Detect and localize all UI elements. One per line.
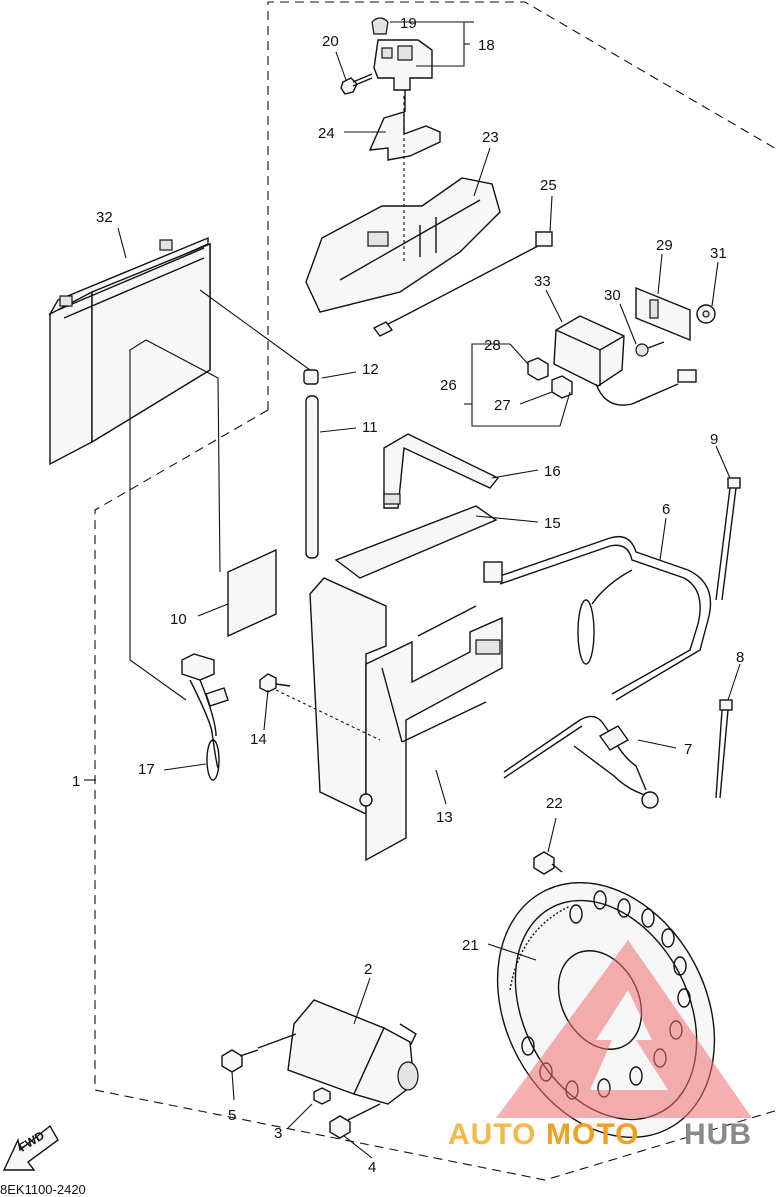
callout-5: 5 xyxy=(228,1107,236,1124)
callout-17: 17 xyxy=(138,761,155,778)
callout-18: 18 xyxy=(478,37,495,54)
callout-29: 29 xyxy=(656,237,673,254)
part-28-fuse xyxy=(527,357,549,381)
callout-20: 20 xyxy=(322,33,339,50)
callout-27: 27 xyxy=(494,397,511,414)
part-23-cover xyxy=(305,177,501,313)
callout-23: 23 xyxy=(482,129,499,146)
callout-2: 2 xyxy=(364,961,372,978)
callout-26: 26 xyxy=(440,377,457,394)
callout-13: 13 xyxy=(436,809,453,826)
part-24-bracket xyxy=(368,111,441,161)
watermark-brand: AUTO MOTO HUB xyxy=(448,1118,752,1151)
part-4-bolt xyxy=(329,1103,381,1139)
callout-16: 16 xyxy=(544,463,561,480)
part-7-ground-cable xyxy=(503,715,659,809)
watermark-brand-part2: MOTO xyxy=(546,1118,639,1151)
part-9-cable-tie xyxy=(715,477,741,601)
callout-24: 24 xyxy=(318,125,335,142)
callout-labels: 19 18 20 24 23 25 32 29 31 33 30 28 26 2… xyxy=(72,15,744,1176)
callout-1: 1 xyxy=(72,773,80,790)
callout-21: 21 xyxy=(462,937,479,954)
watermark-logo xyxy=(496,940,752,1118)
callout-9: 9 xyxy=(710,431,718,448)
assembly-boundary-upper xyxy=(267,1,778,410)
callout-25: 25 xyxy=(540,177,557,194)
diagram-code: 8EK1100-2420 xyxy=(0,1182,86,1197)
callout-30: 30 xyxy=(604,287,621,304)
callout-15: 15 xyxy=(544,515,561,532)
callout-10: 10 xyxy=(170,611,187,628)
part-22-bolt xyxy=(533,851,563,875)
fwd-arrow-icon: FWD xyxy=(2,1124,59,1171)
part-2-starter-motor xyxy=(257,999,419,1105)
part-19-cap xyxy=(371,17,389,35)
part-13-battery-box xyxy=(309,577,503,862)
callout-31: 31 xyxy=(710,245,727,262)
part-17-wire-harness xyxy=(181,653,229,781)
part-15-sheet xyxy=(334,505,498,579)
part-16-strap xyxy=(383,433,500,509)
callout-4: 4 xyxy=(368,1159,376,1176)
part-25-wire-lead xyxy=(372,231,553,337)
callout-22: 22 xyxy=(546,795,563,812)
part-29-bracket-plate xyxy=(635,286,691,342)
watermark-triangle-icon xyxy=(496,940,752,1118)
part-18-starter-relay xyxy=(373,39,433,112)
part-20-bolt xyxy=(340,73,373,95)
callout-12: 12 xyxy=(362,361,379,378)
part-11-tube xyxy=(305,395,319,559)
callout-19: 19 xyxy=(400,15,417,32)
callout-3: 3 xyxy=(274,1125,282,1142)
part-8-cable-tie xyxy=(715,699,733,799)
callout-14: 14 xyxy=(250,731,267,748)
part-12-clip xyxy=(303,369,319,385)
callout-28: 28 xyxy=(484,337,501,354)
callout-6: 6 xyxy=(662,501,670,518)
part-14-bolt xyxy=(259,673,291,693)
watermark-brand-part3: HUB xyxy=(684,1118,752,1151)
callout-7: 7 xyxy=(684,741,692,758)
callout-32: 32 xyxy=(96,209,113,226)
part-30-screw xyxy=(635,341,665,357)
leader-lines xyxy=(84,21,741,1159)
callout-8: 8 xyxy=(736,649,744,666)
part-3-nut xyxy=(313,1087,331,1105)
part-6-battery-cable xyxy=(483,535,712,701)
part-31-nut xyxy=(696,304,716,324)
part-5-bolt xyxy=(221,1049,259,1073)
watermark-brand-part1: AUTO xyxy=(448,1118,536,1151)
part-33-control-unit xyxy=(553,315,697,406)
callout-33: 33 xyxy=(534,273,551,290)
callout-11: 11 xyxy=(362,419,378,436)
part-10-pad xyxy=(227,548,277,638)
